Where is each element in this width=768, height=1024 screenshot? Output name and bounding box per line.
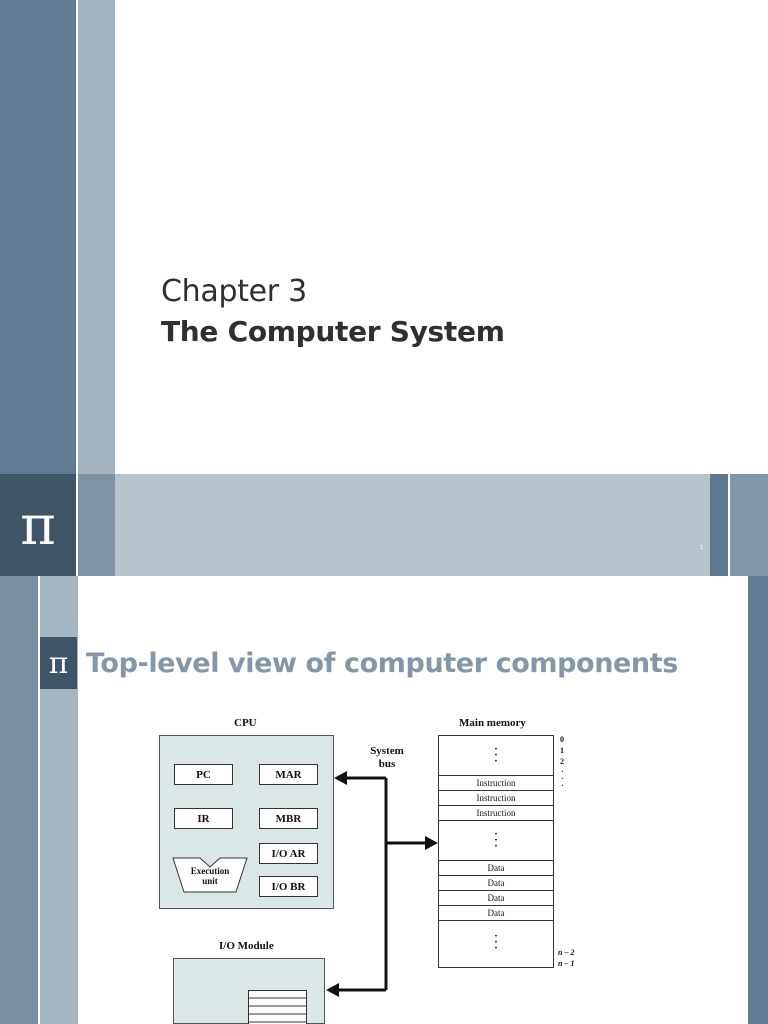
slide1-band-right-dark (710, 474, 728, 576)
register-pc: PC (174, 764, 233, 785)
chapter-label: Chapter 3 (161, 274, 307, 309)
pi-logo-icon: π (20, 493, 56, 557)
ellipsis-icon: ··· (494, 828, 498, 852)
band-divider (728, 474, 730, 576)
register-io-br: I/O BR (259, 876, 318, 897)
ellipsis-icon: ··· (494, 930, 498, 954)
chapter-title: The Computer System (161, 315, 505, 348)
register-mbr: MBR (259, 808, 318, 829)
memory-cell-instruction: Instruction (439, 775, 553, 790)
band-divider (76, 474, 78, 576)
ellipsis-icon: ··· (561, 767, 564, 790)
slide1-left-sidebar-light (78, 0, 115, 474)
register-mar: MAR (259, 764, 318, 785)
memory-cell-gap (439, 920, 553, 968)
slide1-band-mid (78, 474, 115, 576)
main-memory-label: Main memory (459, 717, 526, 729)
slide2-right-sidebar (748, 576, 768, 1024)
io-module-label: I/O Module (219, 940, 274, 952)
memory-cell-data: Data (439, 875, 553, 890)
main-memory-box: ··· Instruction Instruction Instruction … (438, 735, 554, 968)
system-bus-label: System bus (370, 745, 404, 770)
slide1-title-block: Chapter 3 The Computer System (161, 272, 505, 352)
memory-cell-instruction: Instruction (439, 790, 553, 805)
io-buffer-icon (248, 990, 307, 1024)
address-n-minus-1: n – 1 (558, 959, 575, 968)
pi-logo-small-icon: π (40, 637, 77, 689)
address-1: 1 (560, 746, 564, 755)
address-2: 2 (560, 757, 564, 766)
slide1-band-right-light (730, 474, 768, 576)
memory-cell-data: Data (439, 890, 553, 905)
execution-unit-shape (172, 857, 248, 893)
cpu-label: CPU (234, 717, 257, 729)
memory-cell-instruction: Instruction (439, 805, 553, 820)
slide2-title: Top-level view of computer components (86, 648, 678, 679)
memory-cell-data: Data (439, 905, 553, 920)
memory-cell-gap (439, 820, 553, 860)
slide1-logo-box (0, 474, 76, 576)
slide1-left-sidebar-dark (0, 0, 76, 474)
slide2-left-sidebar-dark (0, 576, 38, 1024)
memory-cell-data: Data (439, 860, 553, 875)
ellipsis-icon: ··· (494, 743, 498, 767)
execution-unit-label: Execution unit (190, 866, 230, 886)
register-io-ar: I/O AR (259, 843, 318, 864)
address-0: 0 (560, 735, 564, 744)
slide1-footer-band (115, 474, 710, 576)
sidebar-divider (38, 576, 40, 1024)
register-ir: IR (174, 808, 233, 829)
address-n-minus-2: n – 2 (558, 948, 575, 957)
slide-number: 1 (700, 545, 704, 551)
